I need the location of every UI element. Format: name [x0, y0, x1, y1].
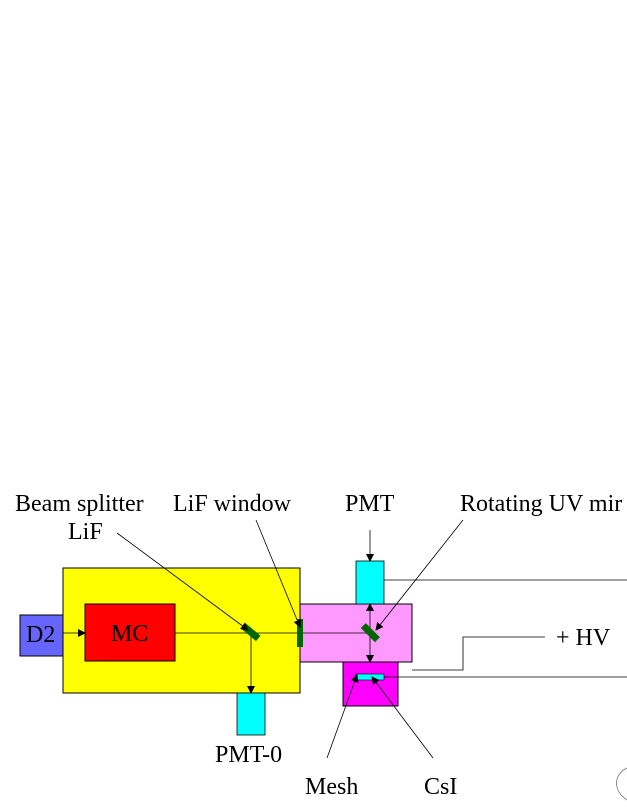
csi-label: CsI [424, 774, 458, 800]
pmt-label: PMT [345, 491, 395, 517]
mirror-leader [375, 519, 464, 631]
rotating-uv-mirror-label: Rotating UV mir [460, 491, 623, 517]
csi-chamber [342, 661, 399, 707]
pmt-detector [355, 560, 385, 605]
mc-label: MC [111, 621, 149, 647]
hv-label: + HV [556, 625, 611, 651]
lif-label: LiF [68, 519, 103, 545]
mesh-leader [326, 674, 359, 759]
lif-leader [116, 532, 249, 631]
rotating-uv-mirror [360, 623, 380, 643]
lif-window-leader [255, 519, 302, 628]
mesh-label: Mesh [305, 774, 359, 800]
d2-lamp [19, 614, 64, 657]
lif-window-label: LiF window [173, 491, 292, 517]
monochromator [84, 603, 176, 662]
csi-leader [371, 676, 434, 759]
csi-photocathode [355, 673, 385, 681]
pmt0-label: PMT-0 [215, 742, 283, 768]
lif-window [297, 619, 303, 647]
pmt0-detector [236, 692, 266, 736]
partial-curve [616, 767, 627, 801]
hv-cable [412, 636, 545, 671]
beam-splitter-label: Beam splitter [15, 491, 144, 517]
d2-label: D2 [26, 622, 56, 648]
